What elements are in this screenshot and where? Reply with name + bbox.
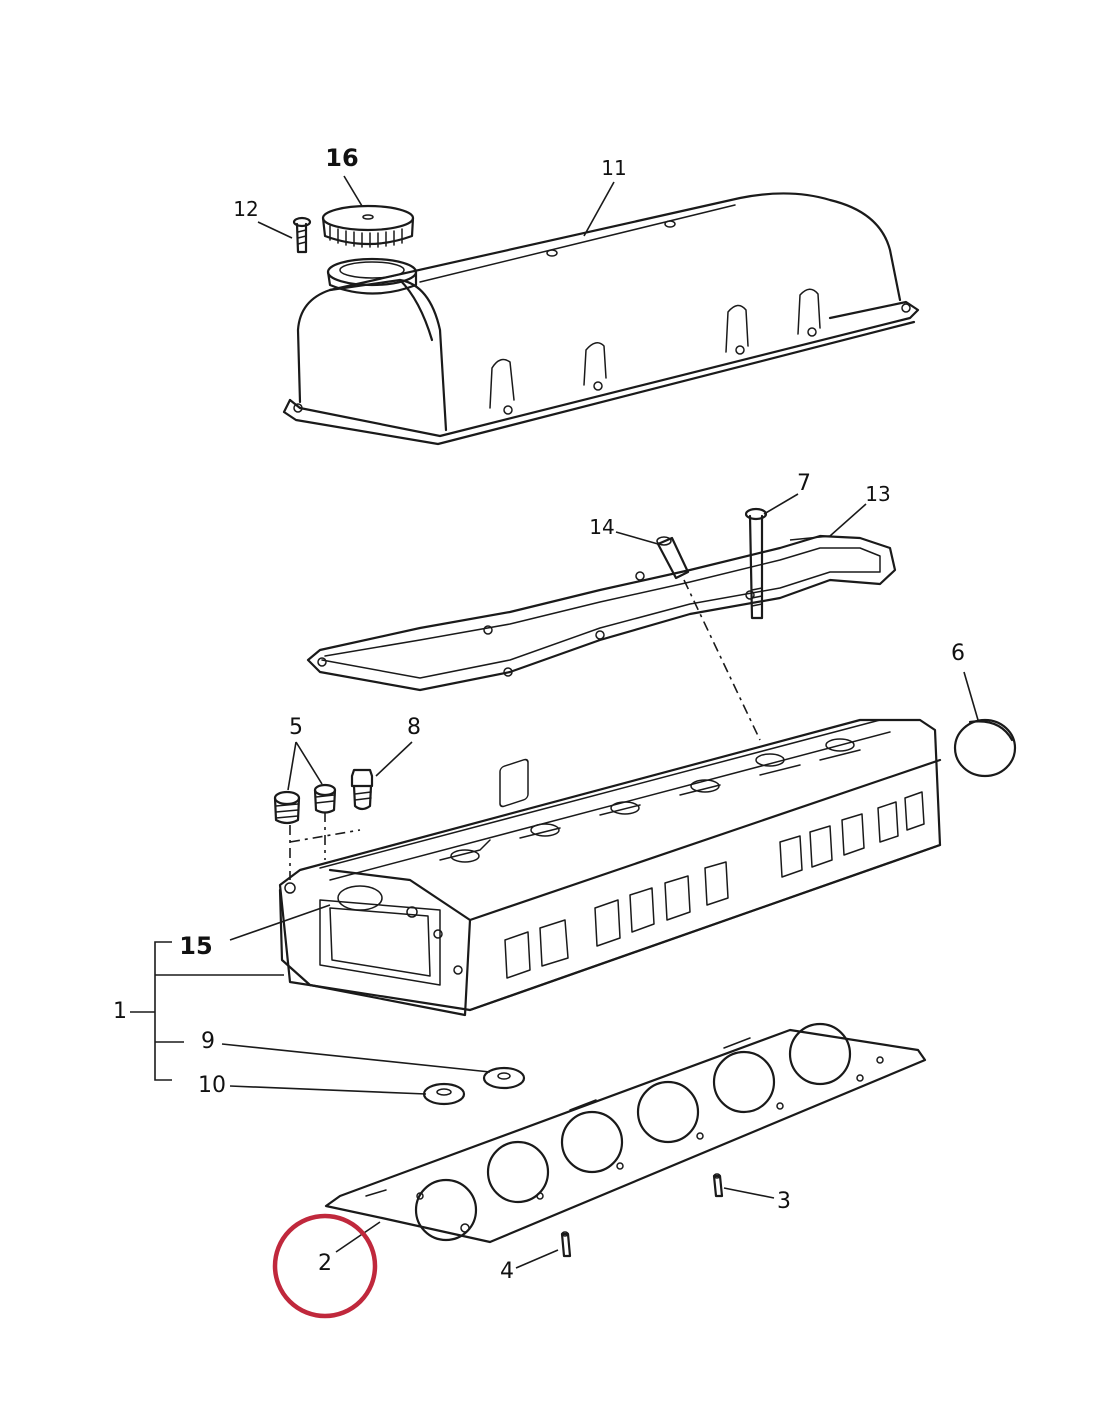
callout-12: 12 — [233, 197, 259, 221]
callout-7: 7 — [797, 471, 811, 496]
cylinder-head — [278, 718, 942, 1017]
highlight-circle — [272, 1213, 378, 1319]
plug-alignment-lines — [289, 812, 361, 880]
callout-8: 8 — [407, 715, 421, 740]
callout-1: 1 — [113, 999, 127, 1024]
callout-14: 14 — [589, 515, 615, 539]
callout-2: 2 — [318, 1251, 332, 1276]
rocker-cover-gasket — [306, 534, 897, 692]
rocker-cover — [282, 192, 920, 446]
washers — [422, 1066, 526, 1106]
cover-screw — [292, 216, 312, 254]
oil-filler-cap — [321, 204, 415, 248]
leader-lines — [130, 175, 979, 1269]
callout-6: 6 — [951, 641, 965, 666]
dowel-pins — [560, 1173, 724, 1258]
temperature-sender — [350, 768, 374, 811]
cover-stud — [744, 507, 768, 620]
callout-11: 11 — [601, 156, 627, 180]
callout-4: 4 — [500, 1259, 514, 1284]
callout-15: 15 — [179, 932, 213, 960]
callout-9: 9 — [201, 1029, 215, 1054]
callout-10: 10 — [198, 1073, 226, 1098]
sleeve — [656, 536, 690, 580]
callout-5: 5 — [289, 715, 303, 740]
callout-13: 13 — [865, 482, 891, 506]
expansion-plug — [953, 718, 1017, 778]
core-plugs — [273, 783, 337, 825]
callout-16: 16 — [325, 144, 359, 172]
alignment-centerline — [683, 579, 761, 741]
callout-3: 3 — [777, 1189, 791, 1214]
cylinder-head-gasket — [324, 1022, 927, 1244]
